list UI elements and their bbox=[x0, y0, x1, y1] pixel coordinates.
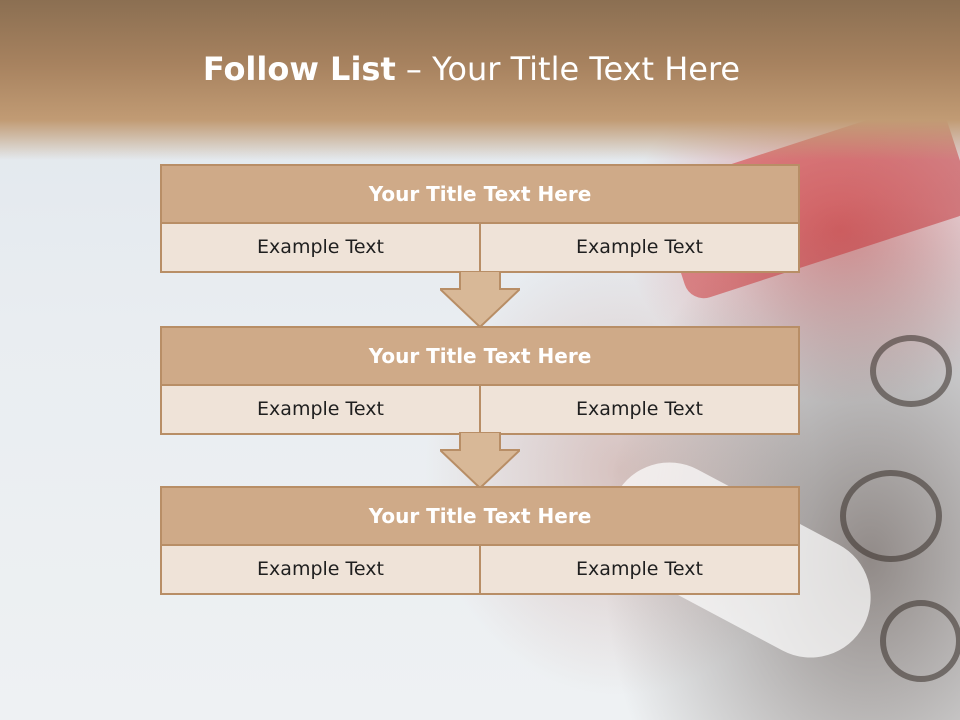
block-row: Example Text Example Text bbox=[162, 224, 798, 271]
block-title: Your Title Text Here bbox=[162, 328, 798, 386]
page-title: Follow List – Your Title Text Here bbox=[0, 50, 943, 88]
down-arrow-icon bbox=[440, 432, 520, 488]
page-title-main: Follow List bbox=[202, 50, 396, 88]
block-cell-left: Example Text bbox=[162, 386, 479, 433]
list-block-2: Your Title Text Here Example Text Exampl… bbox=[160, 326, 800, 435]
block-cell-left: Example Text bbox=[162, 546, 479, 593]
hair-curl-1 bbox=[870, 335, 952, 407]
list-block-1: Your Title Text Here Example Text Exampl… bbox=[160, 164, 800, 273]
block-row: Example Text Example Text bbox=[162, 386, 798, 433]
block-title: Your Title Text Here bbox=[162, 166, 798, 224]
hair-curl-2 bbox=[840, 470, 942, 562]
block-row: Example Text Example Text bbox=[162, 546, 798, 593]
page-title-subtitle: – Your Title Text Here bbox=[395, 50, 741, 88]
title-banner bbox=[0, 0, 960, 160]
block-cell-right: Example Text bbox=[479, 224, 798, 271]
hair-curl-3 bbox=[880, 600, 960, 682]
down-arrow-icon bbox=[440, 271, 520, 327]
block-title: Your Title Text Here bbox=[162, 488, 798, 546]
block-cell-right: Example Text bbox=[479, 386, 798, 433]
list-block-3: Your Title Text Here Example Text Exampl… bbox=[160, 486, 800, 595]
block-cell-right: Example Text bbox=[479, 546, 798, 593]
block-cell-left: Example Text bbox=[162, 224, 479, 271]
